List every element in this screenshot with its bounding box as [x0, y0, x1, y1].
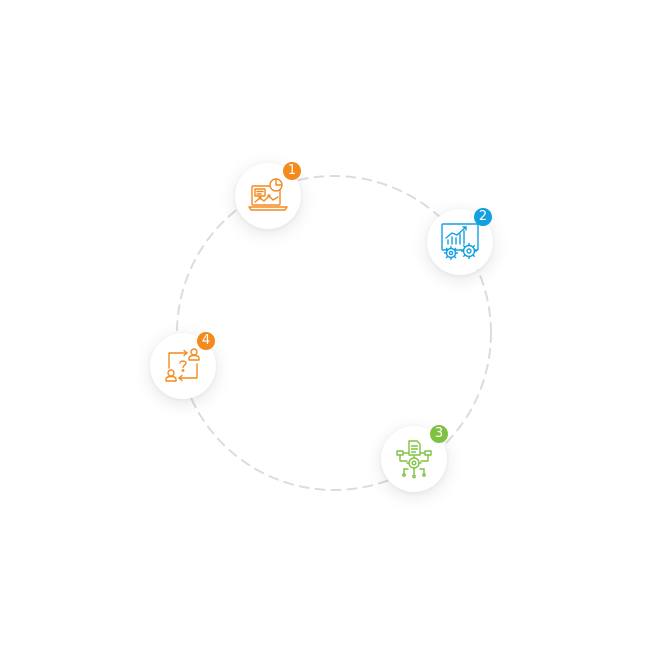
step-1-node[interactable]: 1: [235, 162, 301, 229]
step-2-node[interactable]: 2: [427, 208, 493, 275]
step-4-badge: 4: [197, 332, 215, 350]
step-1-badge: 1: [283, 162, 301, 180]
step-4-node[interactable]: 4: [150, 332, 216, 399]
step-2-badge: 2: [474, 208, 492, 226]
analytics-laptop-icon: [248, 178, 288, 211]
step-3-node[interactable]: 3: [381, 425, 448, 492]
document-workflow-gear-icon: [396, 440, 432, 479]
growth-chart-gears-icon: [441, 223, 479, 261]
user-exchange-question-icon: [165, 348, 200, 382]
step-3-badge: 3: [430, 425, 448, 443]
